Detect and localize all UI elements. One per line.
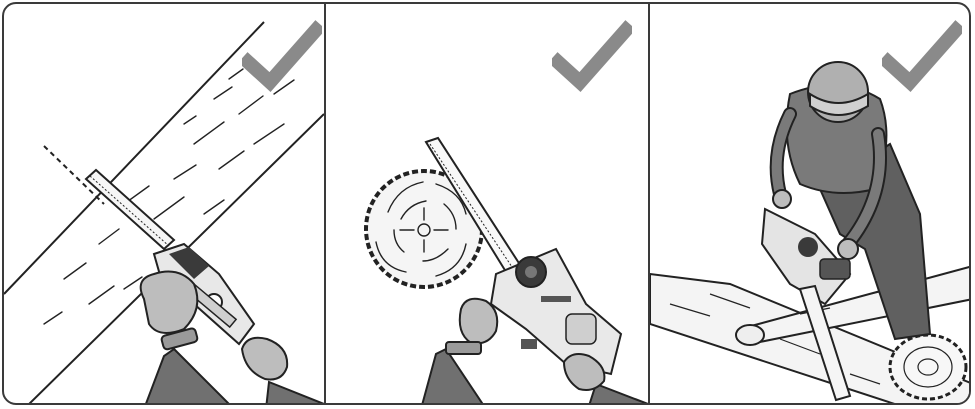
left-arm: [421, 299, 497, 403]
chainsaw-bar: [86, 170, 174, 249]
worker: [773, 62, 930, 339]
check-icon: [552, 18, 632, 98]
check-icon: [242, 18, 322, 98]
check-icon: [882, 18, 962, 98]
right-arm: [242, 338, 324, 403]
panel-2-upright-cut: [326, 4, 648, 403]
panel-3-ground-log-cut: [650, 4, 971, 403]
chainsaw-body: [491, 249, 621, 374]
panel-1-cutting-tilted-log: [4, 4, 324, 403]
instruction-illustration-frame: [2, 2, 971, 405]
